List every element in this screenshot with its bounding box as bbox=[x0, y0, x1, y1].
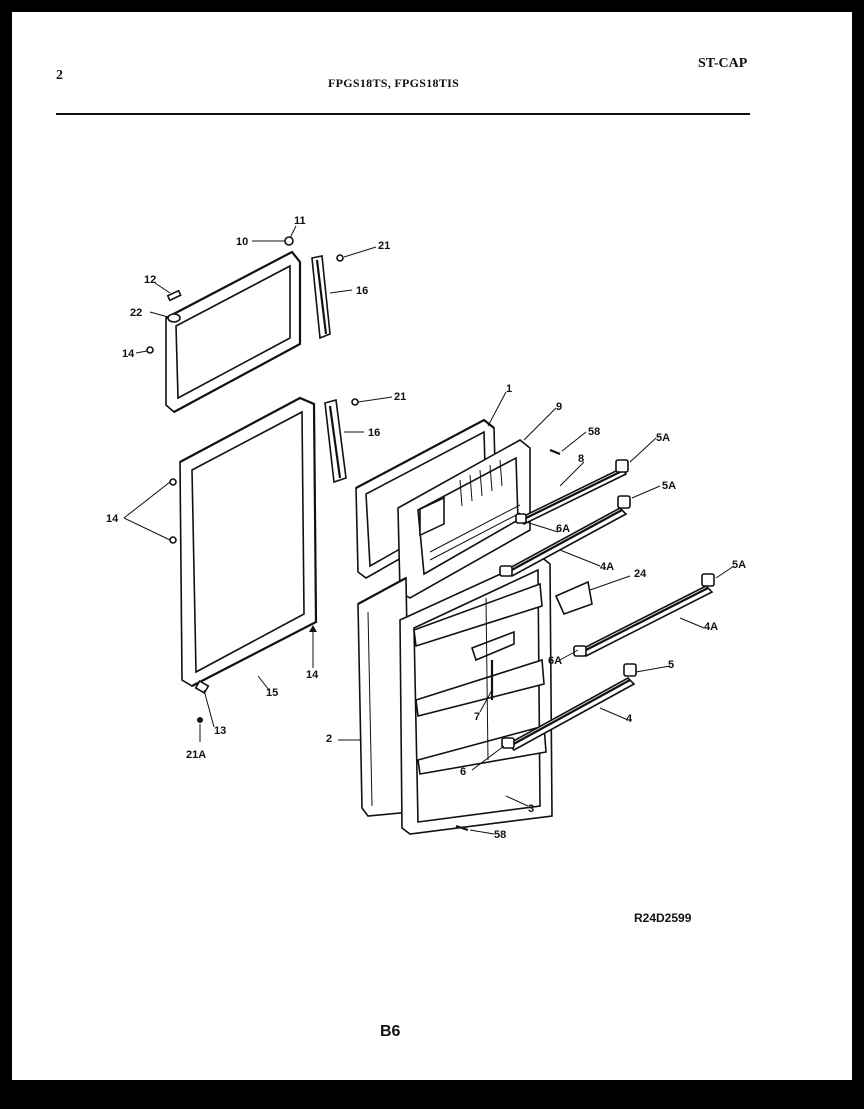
fresh-food-gasket bbox=[357, 576, 411, 817]
label-6: 6 bbox=[460, 766, 466, 778]
label-7: 7 bbox=[474, 711, 480, 723]
label-16-upper: 16 bbox=[356, 285, 368, 297]
freezer-door-frame bbox=[165, 250, 302, 413]
callout-labels: 11 10 12 22 14 21 16 21 16 14 14 15 13 2… bbox=[106, 215, 746, 841]
label-6a-lower: 6A bbox=[548, 655, 562, 667]
part-58-screw bbox=[549, 448, 561, 456]
door-shelf-4 bbox=[501, 663, 637, 751]
door-shelf-4a-upper bbox=[499, 495, 631, 577]
freezer-bin bbox=[419, 496, 445, 537]
label-14-mid: 14 bbox=[106, 513, 119, 525]
label-24: 24 bbox=[634, 568, 647, 580]
label-12: 12 bbox=[144, 274, 156, 286]
label-10: 10 bbox=[236, 236, 248, 248]
freezer-handle bbox=[311, 255, 331, 340]
fresh-food-handle bbox=[324, 398, 347, 484]
label-16-lower: 16 bbox=[368, 427, 380, 439]
label-22: 22 bbox=[130, 307, 142, 319]
fresh-food-door-liner bbox=[399, 555, 553, 835]
part-10-plug bbox=[284, 236, 294, 246]
fresh-food-door-frame bbox=[179, 396, 318, 687]
label-1: 1 bbox=[506, 383, 512, 395]
label-9: 9 bbox=[556, 401, 562, 413]
part-21-screw-lower bbox=[351, 398, 359, 406]
part-13-bushing bbox=[194, 679, 210, 695]
model-numbers: FPGS18TS, FPGS18TIS bbox=[328, 76, 460, 90]
section-code: ST-CAP bbox=[698, 56, 748, 71]
part-14-plug-lower bbox=[169, 536, 177, 544]
label-58-upper: 58 bbox=[588, 426, 600, 438]
liner-shelf-2 bbox=[415, 658, 545, 717]
door-shelf-8 bbox=[515, 459, 629, 526]
label-4: 4 bbox=[626, 713, 633, 725]
label-13: 13 bbox=[214, 725, 226, 737]
part-14-plug-upper bbox=[169, 478, 177, 486]
label-5a-mid: 5A bbox=[662, 480, 676, 492]
label-4a-upper: 4A bbox=[600, 561, 614, 573]
part-7-bracket bbox=[470, 630, 515, 662]
drawing-reference: R24D2599 bbox=[634, 911, 692, 925]
label-2: 2 bbox=[326, 733, 332, 745]
part-21a-screw bbox=[197, 717, 203, 723]
part-58-screw-lower bbox=[455, 824, 469, 832]
leader-lines bbox=[123, 225, 735, 835]
part-21-screw bbox=[336, 254, 344, 262]
part-12-hinge-pin bbox=[166, 289, 182, 302]
label-21-lower: 21 bbox=[394, 391, 406, 403]
header-rule bbox=[56, 113, 750, 115]
part-14-plug bbox=[146, 346, 154, 354]
label-5a-lower: 5A bbox=[732, 559, 746, 571]
label-3: 3 bbox=[528, 803, 534, 815]
label-21-upper: 21 bbox=[378, 240, 390, 252]
label-14-lower: 14 bbox=[306, 669, 319, 681]
part-14-arrow bbox=[309, 625, 317, 632]
label-4a-lower: 4A bbox=[704, 621, 718, 633]
label-11: 11 bbox=[294, 215, 306, 227]
label-15: 15 bbox=[266, 687, 278, 699]
part-22-bushing bbox=[167, 313, 181, 323]
label-5a-upper: 5A bbox=[656, 432, 670, 444]
label-58-lower: 58 bbox=[494, 829, 506, 841]
label-6a-upper: 6A bbox=[556, 523, 570, 535]
freezer-door-liner bbox=[397, 439, 531, 599]
part-24-bracket bbox=[554, 580, 593, 616]
page-footer-code: B6 bbox=[380, 1023, 401, 1040]
page-number: 2 bbox=[56, 68, 63, 83]
door-shelf-4a-lower bbox=[573, 573, 715, 657]
label-14-upper: 14 bbox=[122, 348, 135, 360]
label-5: 5 bbox=[668, 659, 674, 671]
liner-shelf-1 bbox=[413, 582, 543, 648]
label-8: 8 bbox=[578, 453, 584, 465]
label-21a: 21A bbox=[186, 749, 206, 761]
